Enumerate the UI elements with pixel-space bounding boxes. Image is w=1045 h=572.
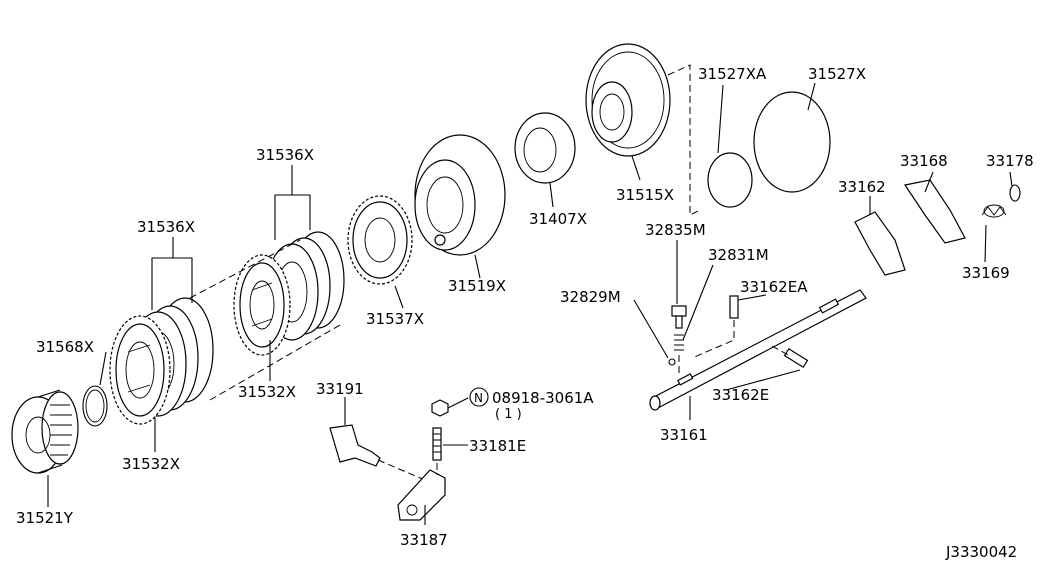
leader-lines [47, 82, 1013, 525]
label-31527x: 31527X [808, 65, 866, 83]
label-31527xa: 31527XA [698, 65, 767, 83]
shift-fork-33162 [854, 211, 906, 276]
nut-symbol-circle [469, 387, 489, 407]
label-33162e: 33162E [712, 386, 769, 404]
shift-fork-33168 [904, 179, 966, 244]
label-32835m: 32835M [645, 221, 706, 239]
ball-32829m [668, 358, 676, 366]
clip-33178 [1009, 184, 1021, 202]
piston-31519x [414, 134, 506, 256]
label-33162ea: 33162EA [740, 278, 808, 296]
ring-31527x [753, 91, 831, 193]
label-nut-part: 08918-3061A [492, 389, 594, 407]
label-33187: 33187 [400, 531, 448, 549]
label-33181e: 33181E [469, 437, 526, 455]
label-31568x: 31568X [36, 338, 94, 356]
pin-33162ea [729, 295, 739, 319]
label-31519x: 31519X [448, 277, 506, 295]
bolt-32835m [671, 305, 687, 329]
label-33169: 33169 [962, 264, 1010, 282]
label-31536x-upper: 31536X [256, 146, 314, 164]
label-nut-qty: ( 1 ) [495, 407, 522, 422]
spring-33169 [981, 204, 1007, 218]
label-33178: 33178 [986, 152, 1034, 170]
clutch-plate-stack-lower [109, 297, 214, 425]
label-31407x: 31407X [529, 210, 587, 228]
lever-33187 [397, 469, 446, 521]
snap-ring-31568x [82, 385, 108, 427]
label-31532x-mid: 31532X [238, 383, 296, 401]
plate-31537x [347, 195, 413, 285]
label-31537x: 31537X [366, 310, 424, 328]
seal-ring-31407x [514, 112, 576, 184]
label-33161: 33161 [660, 426, 708, 444]
nut-08918 [431, 399, 449, 417]
label-33168: 33168 [900, 152, 948, 170]
label-31536x-lower: 31536X [137, 218, 195, 236]
label-31532x-lower: 31532X [122, 455, 180, 473]
bolt-33181e [432, 427, 442, 461]
label-32831m: 32831M [708, 246, 769, 264]
diagram-code: J3330042 [945, 543, 1017, 561]
clutch-plate-stack-upper [233, 231, 345, 356]
fork-rod-33161 [649, 289, 867, 411]
label-31515x: 31515X [616, 186, 674, 204]
housing-31515x [585, 43, 671, 157]
label-nut-symbol: N [474, 391, 483, 405]
label-32829m: 32829M [560, 288, 621, 306]
pin-33162e [783, 347, 809, 369]
spring-32831m [674, 334, 684, 351]
lever-33191 [329, 424, 381, 467]
label-33191: 33191 [316, 380, 364, 398]
label-31521y: 31521Y [16, 509, 74, 527]
label-33162: 33162 [838, 178, 886, 196]
clutch-drum-31521y [11, 389, 79, 474]
seal-31527xa [707, 152, 753, 208]
